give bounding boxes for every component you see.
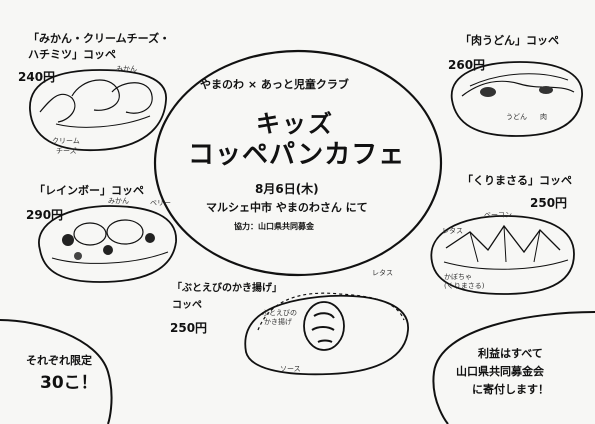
menu-item-udon-note: 肉 — [540, 113, 547, 121]
menu-item-shrimp-note: レタス — [372, 269, 393, 277]
menu-item-kuri-note: ベーコン — [484, 211, 512, 219]
menu-item-mikan-price: 240円 — [18, 70, 56, 84]
donation-line2: 山口県共同募金会 — [456, 365, 544, 378]
event-venue: マルシェ中市 やまのわさん にて — [206, 201, 368, 214]
menu-item-rainbow-note: みかん — [108, 197, 129, 205]
menu-item-shrimp-price: 250円 — [170, 321, 208, 335]
menu-item-mikan-note: チーズ — [56, 147, 77, 155]
donation-line1: 利益はすべて — [478, 347, 543, 360]
menu-item-shrimp-name-2: コッペ — [172, 300, 202, 311]
menu-item-udon-note: うどん — [506, 113, 527, 121]
kurimasaru-bread-illustration — [430, 215, 575, 295]
menu-item-shrimp-note: かき揚げ — [264, 318, 292, 326]
title-line2: コッペパンカフェ — [188, 140, 406, 170]
menu-item-rainbow-name: 「レインボー」コッペ — [34, 184, 144, 197]
udon-bread-illustration — [450, 61, 583, 137]
menu-item-mikan-name-1: 「みかん・クリームチーズ・ — [28, 32, 171, 45]
menu-item-kuri-note: レタス — [442, 227, 463, 235]
menu-item-shrimp-note: ぶとえびの — [262, 309, 297, 317]
menu-item-shrimp-note: ソース — [280, 365, 301, 373]
menu-item-rainbow-note: ベリー — [150, 199, 171, 207]
limited-line1: それぞれ限定 — [26, 354, 92, 367]
menu-item-mikan-name-2: ハチミツ」コッペ — [28, 48, 116, 61]
menu-item-udon-name: 「肉うどん」コッペ — [460, 34, 559, 47]
menu-item-kuri-name: 「くりまさる」コッペ — [462, 174, 572, 187]
title-oval — [153, 49, 443, 277]
donation-line3: に寄付します！ — [472, 383, 549, 396]
mikan-bread-illustration — [29, 69, 167, 152]
menu-item-kuri-price: 250円 — [530, 196, 568, 210]
menu-item-kuri-note: かぼちゃ — [444, 273, 472, 281]
menu-item-kuri-note: (くりまさる) — [444, 282, 485, 290]
menu-item-shrimp-name-1: 「ぶとえびのかき揚げ」 — [172, 283, 282, 294]
shrimp-bread-illustration — [244, 292, 409, 376]
menu-item-udon-price: 260円 — [448, 58, 486, 72]
event-date: 8月6日(木) — [255, 182, 319, 196]
organizers-text: やまのわ × あっと児童クラブ — [200, 78, 349, 91]
menu-item-mikan-note: クリーム — [52, 137, 80, 145]
cooperation-text: 協力：山口県共同募金 — [234, 222, 314, 231]
rainbow-bread-illustration — [38, 205, 177, 283]
menu-item-mikan-note: みかん — [116, 65, 137, 73]
donation-bubble — [432, 311, 595, 424]
title-line1: キッズ — [256, 110, 334, 138]
menu-item-rainbow-price: 290円 — [26, 208, 64, 222]
limited-bubble — [0, 319, 113, 424]
limited-line2: 30こ！ — [40, 373, 98, 393]
